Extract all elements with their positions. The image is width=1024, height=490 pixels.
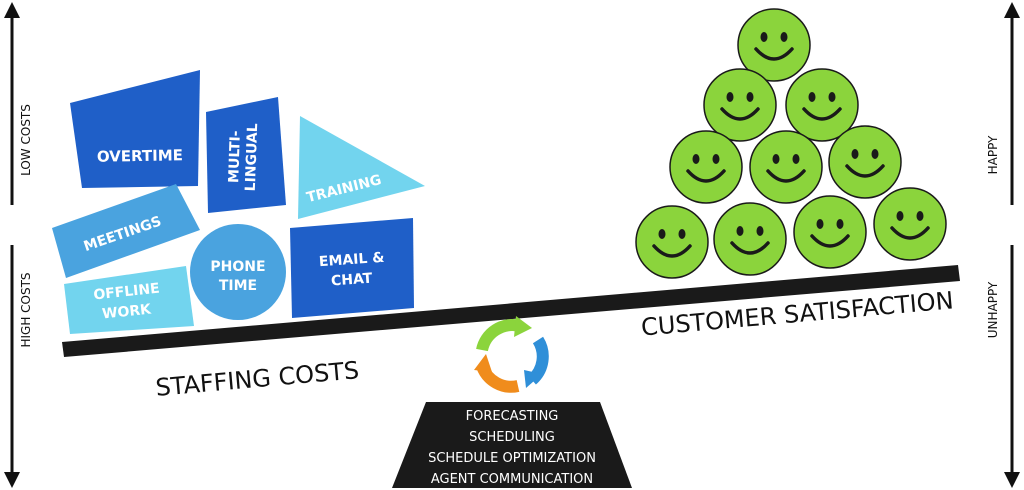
fulcrum-item-forecasting: FORECASTING <box>466 409 559 424</box>
cost-blocks: OVERTIME MULTI- LINGUAL TRAINING MEETING… <box>52 70 425 334</box>
high-costs-label: HIGH COSTS <box>19 272 33 347</box>
training-block <box>298 116 425 219</box>
smiley-face-icon <box>703 68 777 142</box>
multilingual-label-line2: LINGUAL <box>243 123 261 192</box>
smiley-face-icon <box>737 8 811 82</box>
phone-time-block <box>190 224 286 320</box>
offline-work-block <box>64 266 194 334</box>
email-chat-block <box>290 218 414 318</box>
fulcrum-item-scheduling: SCHEDULING <box>469 430 555 445</box>
phone-time-label-line1: PHONE <box>210 259 265 275</box>
low-costs-label: LOW COSTS <box>19 104 33 176</box>
fulcrum-item-schedule-optimization: SCHEDULE OPTIMIZATION <box>428 451 596 466</box>
multilingual-block <box>206 97 286 213</box>
email-chat-label-line2: CHAT <box>331 271 374 290</box>
happy-label: HAPPY <box>986 135 1000 174</box>
fulcrum-base <box>392 402 632 488</box>
smiley-face-icon <box>635 205 709 279</box>
right-axis-down-arrowhead <box>1004 472 1020 488</box>
smiley-face-icon <box>785 68 859 142</box>
smiley-pyramid <box>635 8 947 279</box>
fulcrum-item-agent-communication: AGENT COMMUNICATION <box>431 472 593 487</box>
email-chat-label-line1: EMAIL & <box>318 250 385 271</box>
smiley-face-icon <box>749 130 823 204</box>
smiley-face-icon <box>873 187 947 261</box>
multilingual-label-line1: MULTI- <box>226 130 244 183</box>
left-axis-down-arrowhead <box>4 472 20 488</box>
smiley-face-icon <box>713 202 787 276</box>
smiley-face-icon <box>793 195 867 269</box>
overtime-block <box>70 70 200 188</box>
left-axis: LOW COSTS HIGH COSTS <box>4 2 33 488</box>
offline-work-label-line2: WORK <box>101 301 153 322</box>
overtime-label: OVERTIME <box>97 146 183 165</box>
balance-beam <box>62 265 960 357</box>
smiley-face-icon <box>828 125 902 199</box>
recycle-arrows-icon <box>474 316 549 393</box>
right-axis: HAPPY UNHAPPY <box>986 2 1020 488</box>
fulcrum: FORECASTING SCHEDULING SCHEDULE OPTIMIZA… <box>392 402 632 488</box>
phone-time-label-line2: TIME <box>219 278 257 294</box>
offline-work-label-line1: OFFLINE <box>93 281 161 304</box>
unhappy-label: UNHAPPY <box>986 281 1000 338</box>
smiley-face-icon <box>669 130 743 204</box>
staffing-costs-label: STAFFING COSTS <box>154 356 360 402</box>
meetings-block <box>52 184 200 278</box>
right-axis-up-arrowhead <box>1004 2 1020 18</box>
left-axis-up-arrowhead <box>4 2 20 18</box>
